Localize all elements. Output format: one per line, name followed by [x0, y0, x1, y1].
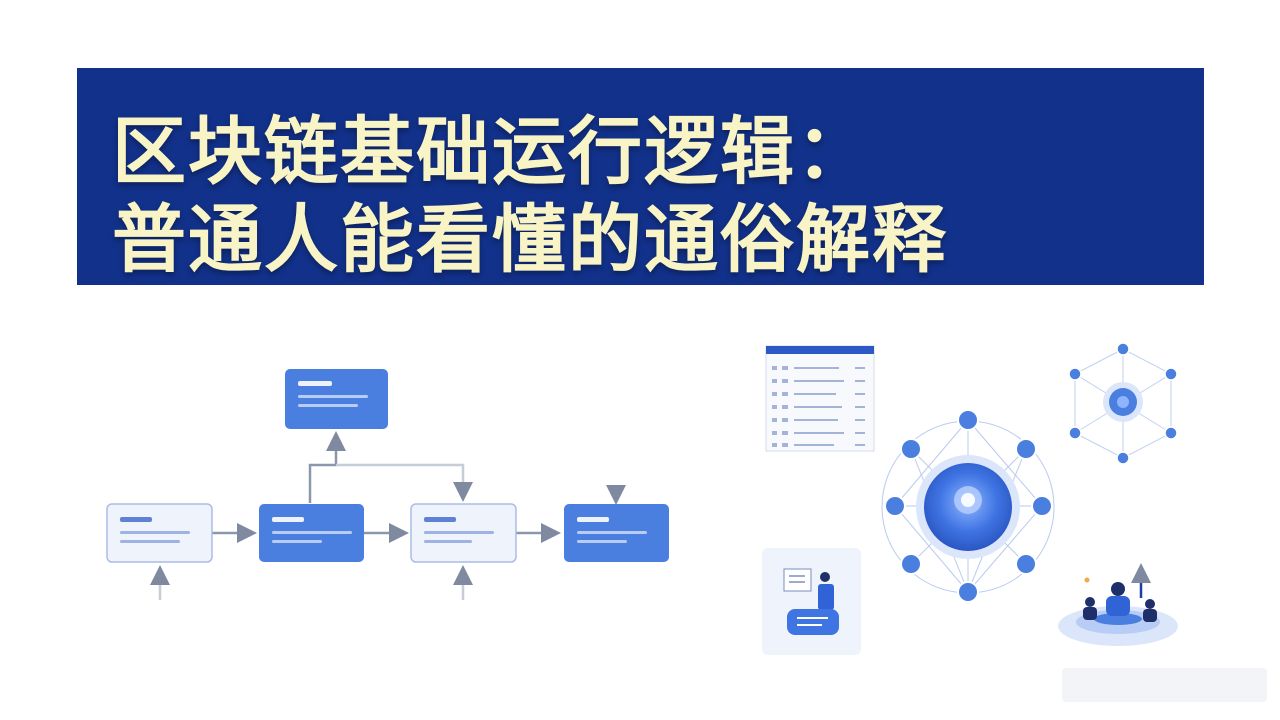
flow-node-3 [410, 503, 517, 563]
flow-node-2 [259, 504, 364, 562]
network-hub-icon [881, 409, 1055, 603]
flowchart [106, 369, 669, 600]
document-window-icon [765, 345, 875, 452]
watermark-area [1062, 668, 1267, 702]
presenter-icon [762, 548, 861, 655]
flow-node-4 [564, 504, 669, 562]
team-growth-icon [1058, 563, 1178, 646]
flow-connectors [150, 431, 626, 600]
flow-node-1 [106, 503, 213, 563]
small-network-icon [1068, 342, 1178, 465]
title-line-2: 普通人能看懂的通俗解释 [112, 197, 948, 283]
flow-node-top [285, 369, 388, 429]
title-banner [77, 68, 1204, 285]
title-line-1: 区块链基础运行逻辑： [112, 109, 872, 195]
